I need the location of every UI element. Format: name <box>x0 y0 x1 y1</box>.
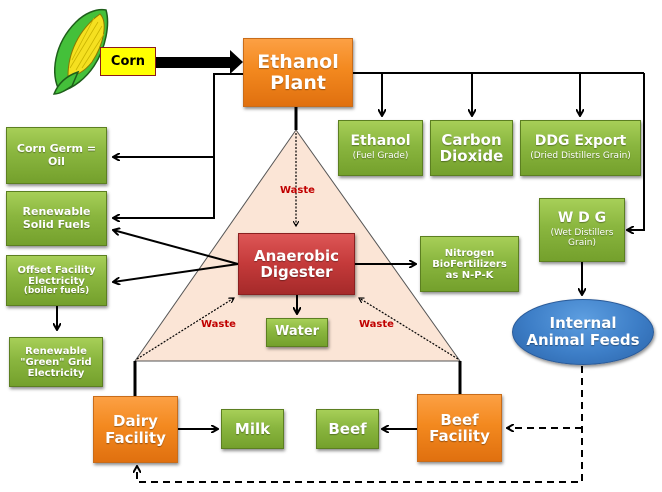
ethanol-subtitle: (Fuel Grade) <box>352 150 409 161</box>
water-node[interactable]: Water <box>266 318 328 347</box>
offset-facility-line2: Electricity <box>28 275 85 287</box>
offset-facility-line3: (boiler fuels) <box>23 285 90 296</box>
green-grid-line3: Electricity <box>27 367 85 379</box>
milk-node[interactable]: Milk <box>221 409 284 449</box>
corn-input-label: Corn <box>100 47 156 76</box>
ethanol-plant-line2: Plant <box>270 71 326 94</box>
internal-feeds-line2: Animal Feeds <box>526 331 640 349</box>
green-grid-electricity-node[interactable]: Renewable "Green" Grid Electricity <box>9 337 103 387</box>
renewable-solid-fuels-line1: Renewable <box>22 205 91 219</box>
ddg-export-node[interactable]: DDG Export (Dried Distillers Grain) <box>520 120 641 176</box>
waste-label-right: Waste <box>359 319 394 330</box>
plant-left-connectors <box>113 73 243 218</box>
wdg-subtitle-line2: Grain) <box>568 237 596 248</box>
milk-label: Milk <box>234 419 271 438</box>
dairy-facility-node[interactable]: Dairy Facility <box>93 396 178 463</box>
corn-arrow <box>156 50 243 74</box>
nitrogen-line3: as N-P-K <box>445 269 494 281</box>
ddg-export-title: DDG Export <box>534 133 627 150</box>
ethanol-plant-line1: Ethanol <box>257 50 339 73</box>
carbon-dioxide-node[interactable]: Carbon Dioxide <box>430 120 513 176</box>
plant-output-connectors <box>353 72 645 230</box>
corn-icon <box>52 8 109 95</box>
nitrogen-line1: Nitrogen <box>444 247 495 259</box>
beef-facility-node[interactable]: Beef Facility <box>417 394 502 462</box>
beef-facility-line1: Beef <box>440 410 479 429</box>
beef-node[interactable]: Beef <box>316 409 379 449</box>
corn-germ-oil-node[interactable]: Corn Germ = Oil <box>6 127 107 184</box>
ddg-export-subtitle: (Dried Distillers Grain) <box>530 150 631 161</box>
water-label: Water <box>274 324 320 340</box>
nitrogen-biofertilizers-node[interactable]: Nitrogen BioFertilizers as N-P-K <box>420 236 519 292</box>
anaerobic-digester-line1: Anaerobic <box>253 246 340 265</box>
feed-dashed-connectors <box>137 366 583 483</box>
ethanol-title: Ethanol <box>350 133 411 150</box>
green-grid-line2: "Green" Grid <box>20 356 92 368</box>
dairy-facility-line1: Dairy <box>113 412 158 430</box>
corn-germ-line1: Corn Germ = <box>16 142 97 156</box>
offset-facility-line1: Offset Facility <box>17 264 96 276</box>
ethanol-plant-node[interactable]: Ethanol Plant <box>243 38 353 107</box>
dairy-facility-line2: Facility <box>105 428 166 447</box>
wdg-subtitle-line1: (Wet Distillers <box>550 227 614 238</box>
wdg-title: W D G <box>557 210 607 227</box>
anaerobic-digester-line2: Digester <box>260 263 333 281</box>
internal-animal-feeds-node[interactable]: Internal Animal Feeds <box>512 299 654 365</box>
carbon-dioxide-line2: Dioxide <box>439 147 504 165</box>
ethanol-product-node[interactable]: Ethanol (Fuel Grade) <box>338 120 423 176</box>
offset-facility-electricity-node[interactable]: Offset Facility Electricity (boiler fuel… <box>6 255 107 306</box>
waste-label-top: Waste <box>280 185 315 196</box>
renewable-solid-fuels-node[interactable]: Renewable Solid Fuels <box>6 191 107 246</box>
carbon-dioxide-line1: Carbon <box>441 130 502 149</box>
beef-facility-line2: Facility <box>429 427 490 445</box>
internal-feeds-line1: Internal <box>549 313 617 332</box>
corn-germ-line2: Oil <box>48 154 65 168</box>
wdg-node[interactable]: W D G (Wet Distillers Grain) <box>539 198 625 262</box>
waste-label-left: Waste <box>201 319 236 330</box>
digester-left-connectors <box>113 230 239 282</box>
renewable-solid-fuels-line2: Solid Fuels <box>22 217 91 231</box>
beef-label: Beef <box>328 419 367 438</box>
anaerobic-digester-node[interactable]: Anaerobic Digester <box>238 233 355 295</box>
green-grid-line1: Renewable <box>25 345 87 357</box>
nitrogen-line2: BioFertilizers <box>432 258 507 270</box>
waste-arrows <box>136 133 459 360</box>
